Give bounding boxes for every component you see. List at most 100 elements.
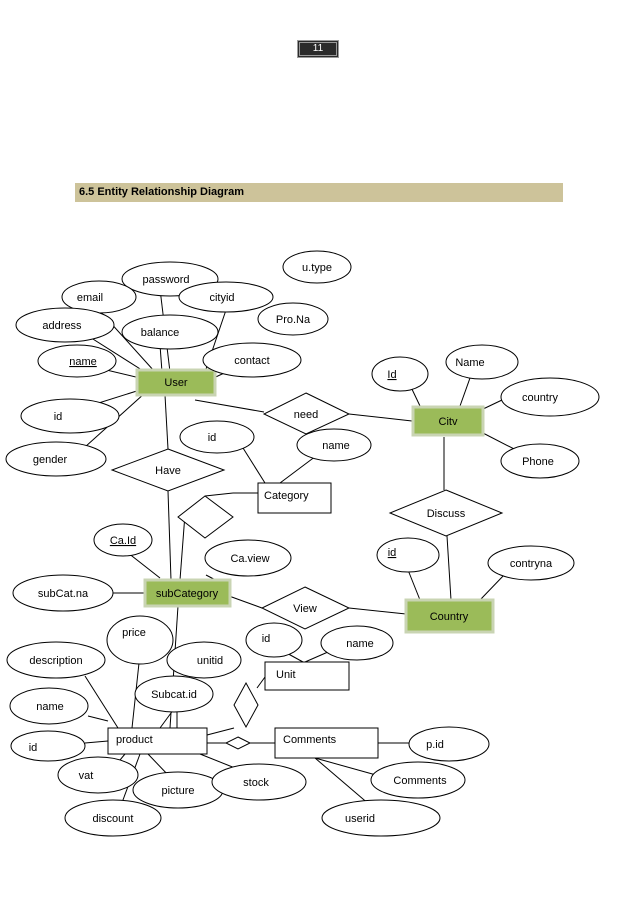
attr-email-label: email — [77, 292, 103, 304]
relationship-view-label: View — [293, 603, 317, 615]
attr-address — [15, 307, 115, 343]
attr-price — [106, 615, 174, 665]
attr-ca-view-label: Ca.view — [230, 553, 269, 565]
attr-city-phone-label: Phone — [522, 456, 554, 468]
entity-subcategory-label: subCategory — [156, 588, 219, 600]
attr-unitid — [166, 641, 242, 679]
relationship-unit-product — [233, 681, 259, 729]
attr-country-id — [376, 537, 440, 573]
attr-user-id-label: id — [54, 411, 63, 423]
attr-city-country-label: country — [522, 392, 559, 404]
relationship-discuss — [388, 489, 504, 537]
attr-category-name-label: name — [322, 440, 350, 452]
attr-description-label: description — [29, 655, 82, 667]
relationship-need-label: need — [294, 409, 318, 421]
entity-product-label: product — [116, 734, 153, 746]
attr-comment-userid — [321, 799, 441, 837]
relationship-have-label: Have — [155, 465, 181, 477]
entity-user-label: User — [164, 377, 188, 389]
attr-subcat-id — [134, 675, 214, 713]
entity-category-label: Category — [264, 490, 309, 502]
attr-price-label: price — [122, 627, 146, 639]
attr-city-id — [371, 356, 429, 392]
entity-unit-label: Unit — [276, 669, 296, 681]
entity-comments — [274, 727, 379, 759]
entity-product — [107, 727, 208, 755]
attr-category-name — [296, 428, 372, 462]
section-heading: 6.5 Entity Relationship Diagram — [75, 183, 563, 202]
attr-stock-label: stock — [243, 777, 269, 789]
attr-vat — [57, 756, 139, 794]
entity-country — [404, 598, 495, 634]
entity-unit — [264, 661, 350, 691]
attr-unit-id-label: id — [262, 633, 271, 645]
page-number: 11 — [297, 40, 339, 58]
attr-ca-id — [93, 523, 153, 557]
attr-country-contryna — [487, 545, 575, 581]
entity-city-label: Citv — [439, 416, 458, 428]
attr-discount — [64, 799, 162, 837]
attr-city-id-label: Id — [387, 369, 396, 381]
relationship-category-subcategory — [177, 495, 234, 539]
attr-user-id — [20, 398, 120, 434]
attr-comment-pid-label: p.id — [426, 739, 444, 751]
attr-subcat-na-label: subCat.na — [38, 588, 89, 600]
attr-picture-label: picture — [161, 785, 194, 797]
attr-cityid-label: cityid — [209, 292, 234, 304]
attr-category-id — [179, 420, 255, 454]
attr-user-name-label: name — [69, 356, 97, 368]
attr-unit-id — [245, 622, 303, 658]
attr-ca-view — [204, 539, 292, 577]
attr-cityid — [178, 281, 274, 313]
relationship-product-comments — [224, 736, 252, 750]
entity-city — [411, 405, 485, 437]
attr-city-country — [500, 377, 600, 417]
entity-country-label: Country — [430, 611, 469, 623]
entity-category — [257, 482, 332, 514]
attr-stock — [211, 763, 307, 801]
attr-ca-id-label: Ca.Id — [110, 535, 136, 547]
attr-subcat-na — [12, 574, 114, 612]
relationship-discuss-label: Discuss — [427, 508, 466, 520]
attr-comment-text — [370, 761, 466, 799]
attr-vat-label: vat — [79, 770, 94, 782]
entity-comments-label: Comments — [283, 734, 337, 746]
attr-city-name-label: Name — [455, 357, 484, 369]
attr-country-contryna-label: contryna — [510, 558, 553, 570]
attr-unitid-label: unitid — [197, 655, 223, 667]
attr-contact — [202, 342, 302, 378]
entity-user — [135, 368, 217, 397]
attr-comment-text-label: Comments — [393, 775, 447, 787]
attr-balance — [121, 314, 219, 350]
attr-product-name-label: name — [36, 701, 64, 713]
attr-subcat-id-label: Subcat.id — [151, 689, 197, 701]
attr-comment-userid-label: userid — [345, 813, 375, 825]
relationship-view — [260, 586, 351, 630]
attr-product-name — [9, 687, 89, 725]
attr-contact-label: contact — [234, 355, 269, 367]
attr-city-phone — [500, 443, 580, 479]
relationship-have — [110, 448, 226, 492]
attr-discount-label: discount — [93, 813, 134, 825]
attr-country-id-label: id — [388, 547, 397, 559]
attr-product-id-label: id — [29, 742, 38, 754]
attr-gender-label: gender — [33, 454, 68, 466]
attr-gender — [5, 441, 107, 477]
attr-category-id-label: id — [208, 432, 217, 444]
attr-address-label: address — [42, 320, 82, 332]
attr-password-label: password — [142, 274, 189, 286]
attr-balance-label: balance — [141, 327, 180, 339]
attr-pro-na-label: Pro.Na — [276, 314, 311, 326]
attr-pro-na — [257, 302, 329, 336]
attr-unit-name — [320, 625, 394, 661]
attr-user-name — [37, 344, 117, 378]
entity-subcategory — [143, 578, 232, 608]
attr-u-type — [282, 250, 352, 284]
attr-city-name — [445, 344, 519, 380]
attr-unit-name-label: name — [346, 638, 374, 650]
attr-u-type-label: u.type — [302, 262, 332, 274]
attr-product-id — [10, 730, 86, 762]
attr-description — [6, 641, 106, 679]
attr-comment-pid — [408, 726, 490, 762]
